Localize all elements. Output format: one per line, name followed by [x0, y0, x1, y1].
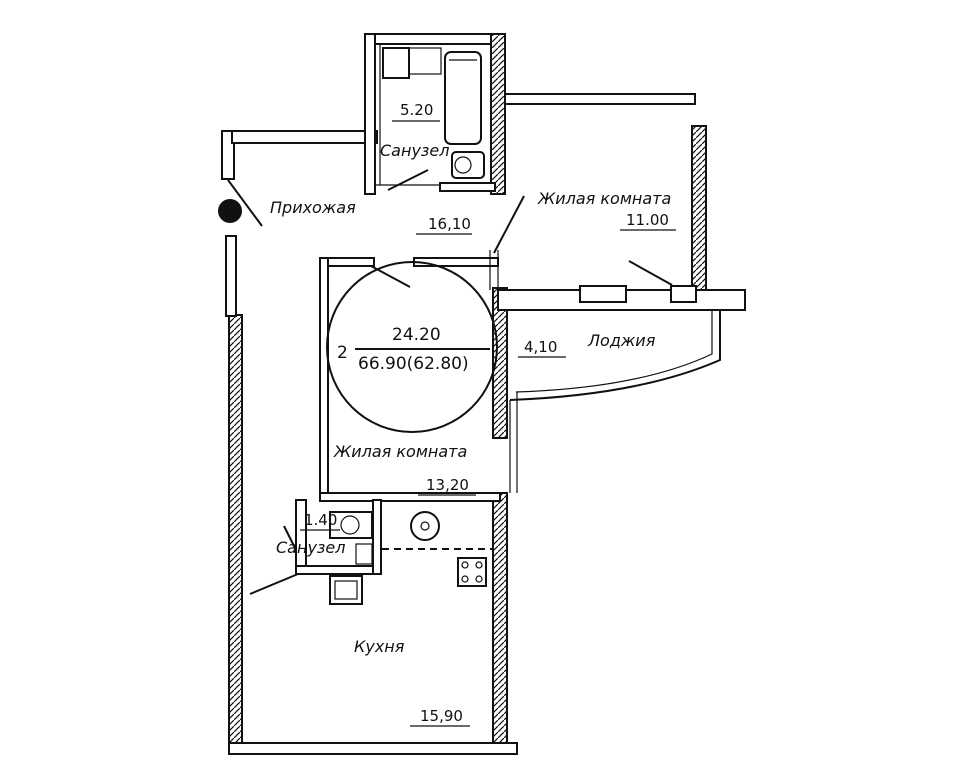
fixtures [218, 47, 498, 605]
total-area: 66.90(62.80) [358, 354, 469, 374]
riser-dot [218, 199, 242, 223]
living-room-1-area: 11.00 [626, 211, 669, 229]
rooms-count: 2 [337, 343, 348, 363]
loggia-area: 4,10 [524, 338, 557, 356]
bathroom-2-label: Санузел [276, 538, 345, 557]
outer-walls [221, 33, 746, 755]
living-area-total: 24.20 [392, 325, 441, 345]
bathroom-1-area: 5.20 [400, 101, 433, 119]
loggia-label: Лоджия [587, 331, 656, 350]
area-circle [326, 261, 498, 433]
hallway-area: 16,10 [428, 215, 471, 233]
kitchen-label: Кухня [354, 637, 405, 656]
labels: 5.20 Санузел Прихожая 16,10 Жилая комнат… [270, 101, 676, 727]
bathroom-1-label: Санузел [380, 141, 449, 160]
bathroom-2-area: 1.40 [304, 511, 337, 529]
living-room-1-label: Жилая комната [537, 189, 671, 208]
kitchen-area: 15,90 [420, 707, 463, 725]
living-room-2-area: 13,20 [426, 476, 469, 494]
living-room-2-label: Жилая комната [333, 442, 467, 461]
hallway-label: Прихожая [270, 198, 356, 217]
